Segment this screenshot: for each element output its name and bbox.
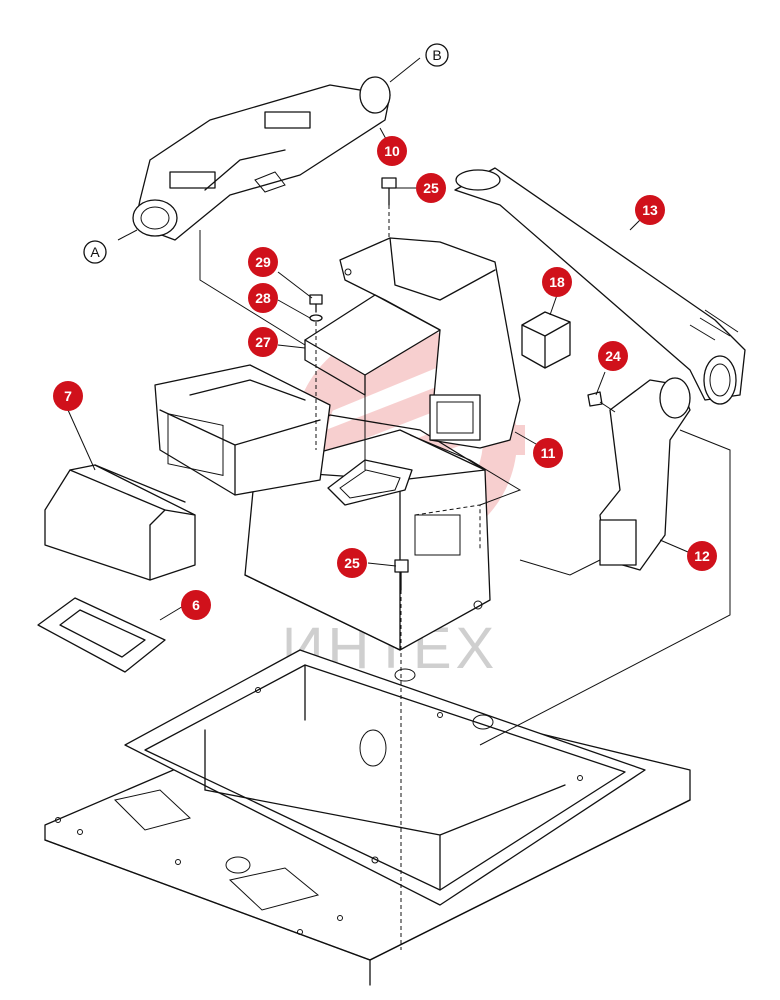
part-11-duct — [339, 237, 521, 449]
svg-text:12: 12 — [694, 548, 710, 564]
part-27-cushion — [304, 294, 441, 506]
callout-25-upper[interactable]: 25 — [416, 173, 446, 203]
svg-text:7: 7 — [64, 388, 72, 404]
callout-7[interactable]: 7 — [53, 381, 83, 411]
svg-text:25: 25 — [423, 180, 439, 196]
svg-text:B: B — [432, 47, 441, 63]
washer-28 — [309, 314, 323, 450]
part-7-filter-case — [44, 464, 196, 581]
svg-text:28: 28 — [255, 290, 271, 306]
callout-24[interactable]: 24 — [598, 341, 628, 371]
callout-25-lower[interactable]: 25 — [337, 548, 367, 578]
callout-6[interactable]: 6 — [181, 590, 211, 620]
svg-text:18: 18 — [549, 274, 565, 290]
callout-28[interactable]: 28 — [248, 283, 278, 313]
bolt-25-upper — [381, 177, 397, 238]
part-18-block — [521, 311, 571, 369]
part-10-upper-duct — [132, 76, 391, 241]
ref-a: A — [83, 240, 107, 264]
svg-text:13: 13 — [642, 202, 658, 218]
part-12-duct — [599, 377, 691, 571]
callout-10[interactable]: 10 — [377, 136, 407, 166]
callout-27[interactable]: 27 — [248, 327, 278, 357]
svg-text:24: 24 — [605, 348, 621, 364]
heater-unit — [244, 414, 491, 651]
callout-12[interactable]: 12 — [687, 541, 717, 571]
bolt-29 — [309, 294, 323, 313]
callout-13[interactable]: 13 — [635, 195, 665, 225]
svg-text:A: A — [90, 244, 100, 260]
callout-11[interactable]: 11 — [533, 438, 563, 468]
base-frame — [44, 649, 691, 986]
blower-housing — [154, 364, 331, 496]
callout-18[interactable]: 18 — [542, 267, 572, 297]
svg-text:10: 10 — [384, 143, 400, 159]
svg-text:11: 11 — [541, 445, 556, 461]
svg-text:27: 27 — [255, 334, 271, 350]
part-13-hose — [454, 167, 746, 405]
part-6-gasket — [37, 597, 166, 673]
svg-text:25: 25 — [344, 555, 360, 571]
bolt-25-lower — [394, 559, 409, 950]
leader-lines — [67, 57, 731, 746]
bolt-24 — [587, 391, 616, 413]
ref-b: B — [425, 43, 449, 67]
svg-text:29: 29 — [255, 254, 271, 270]
callout-29[interactable]: 29 — [248, 247, 278, 277]
svg-text:6: 6 — [192, 597, 200, 613]
